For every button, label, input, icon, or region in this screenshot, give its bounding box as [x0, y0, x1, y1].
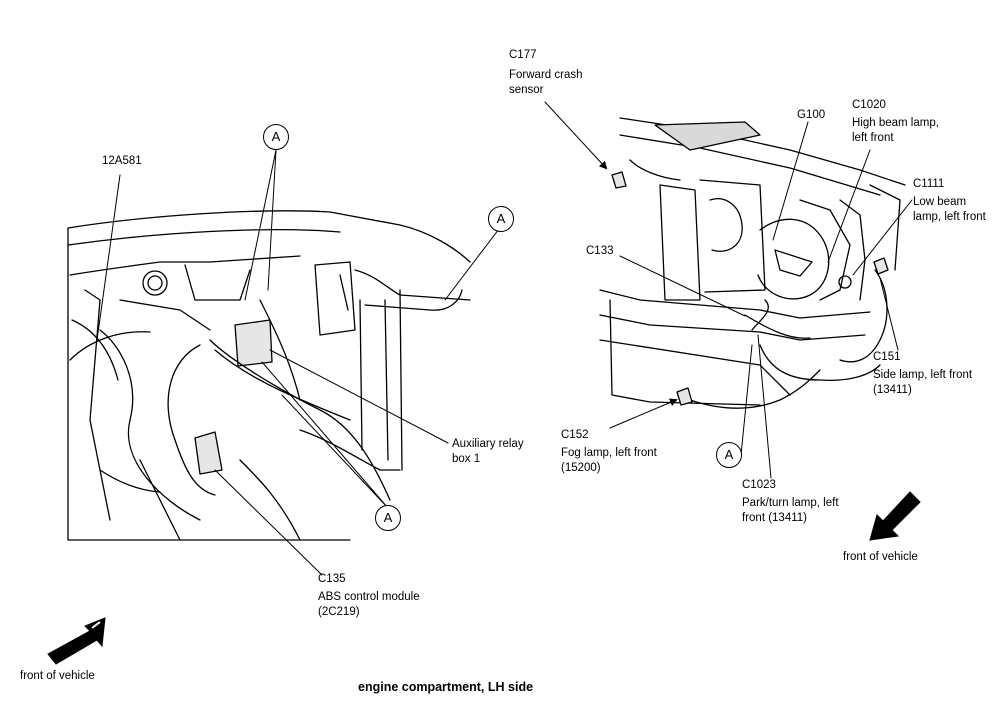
connector-id: C135: [318, 573, 346, 585]
label-desc-line: Side lamp, left front: [873, 369, 973, 381]
label-desc-line: ABS control module: [318, 591, 420, 603]
label-desc-line: Auxiliary relay: [452, 438, 524, 450]
label-g100: G100: [797, 108, 825, 123]
label-c135: C135 ABS control module (2C219): [318, 572, 420, 620]
label-desc-line: Fog lamp, left front: [561, 447, 657, 459]
label-desc-line: (15200): [561, 462, 601, 474]
label-desc-line: lamp, left front: [913, 211, 986, 223]
label-c151: C151 Side lamp, left front (13411): [873, 350, 972, 398]
connector-id: C151: [873, 351, 901, 363]
front-of-vehicle-label: front of vehicle: [20, 670, 95, 682]
label-desc-line: left front: [852, 132, 894, 144]
connector-id: C152: [561, 429, 589, 441]
connector-id: C1020: [852, 99, 886, 111]
label-c1023: C1023 Park/turn lamp, left front (13411): [742, 478, 839, 526]
label-desc-line: (2C219): [318, 606, 360, 618]
connector-id: C133: [586, 245, 614, 257]
label-12a581: 12A581: [102, 154, 142, 169]
front-of-vehicle-arrow-icon: [869, 491, 921, 541]
callout-a: A: [263, 124, 289, 150]
connector-id: 12A581: [102, 155, 142, 167]
label-c177: C177 Forward crash sensor: [509, 48, 583, 98]
label-desc-line: (13411): [873, 384, 912, 396]
front-of-vehicle-label: front of vehicle: [843, 551, 918, 563]
label-c1111: C1111 Low beam lamp, left front: [913, 177, 986, 225]
connector-id: C177: [509, 49, 537, 61]
left-engine-bay-drawing: [67, 210, 471, 541]
right-front-end-drawing: [599, 117, 906, 409]
label-aux-relay: Auxiliary relay box 1: [452, 437, 524, 467]
figure-caption: engine compartment, LH side: [358, 680, 534, 694]
label-c152: C152 Fog lamp, left front (15200): [561, 428, 657, 476]
connector-id: C1111: [913, 178, 945, 190]
label-desc-line: box 1: [452, 453, 481, 465]
label-desc-line: Low beam: [913, 196, 967, 208]
front-of-vehicle-arrow-icon: [47, 617, 106, 665]
label-c1020: C1020 High beam lamp, left front: [852, 98, 939, 146]
connector-id: C1023: [742, 479, 776, 491]
label-desc-line: Park/turn lamp, left: [742, 497, 839, 509]
callout-a: A: [375, 505, 401, 531]
label-desc-line: High beam lamp,: [852, 117, 939, 129]
label-desc-line: Forward crash: [509, 69, 583, 81]
label-c133: C133: [586, 244, 614, 259]
callout-a: A: [488, 206, 514, 232]
label-desc-line: front (13411): [742, 512, 807, 524]
connector-id: G100: [797, 109, 826, 121]
leader-lines: [96, 101, 913, 576]
callout-a: A: [716, 442, 742, 468]
label-desc-line: sensor: [509, 84, 544, 96]
